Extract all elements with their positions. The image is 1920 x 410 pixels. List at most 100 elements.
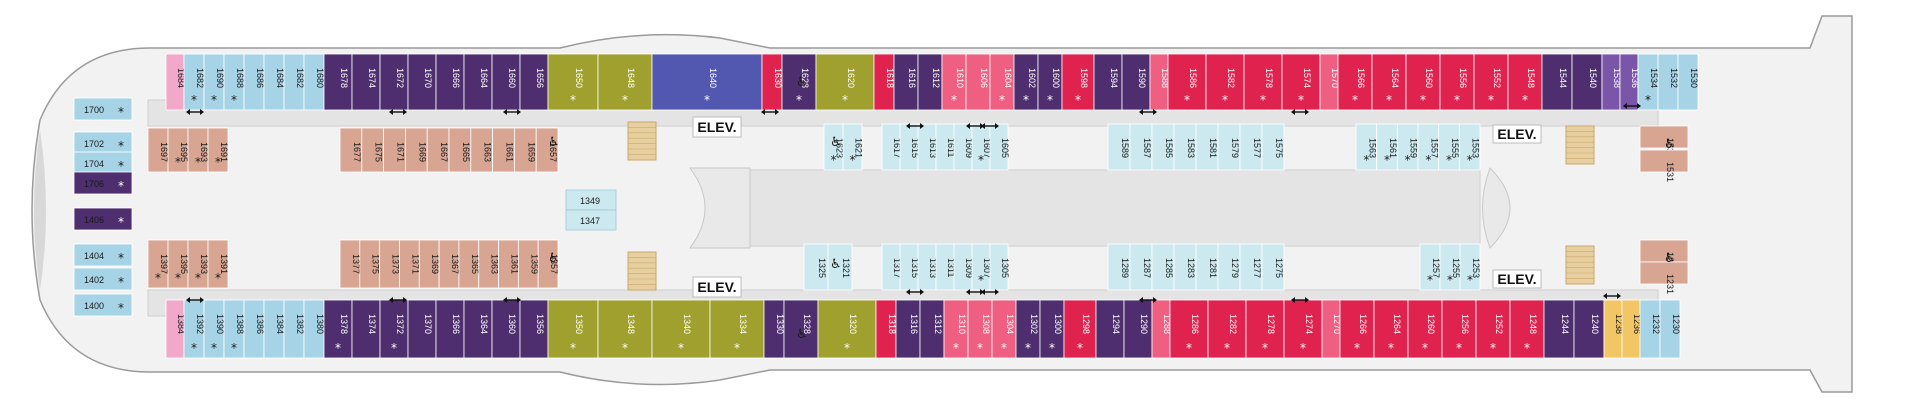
cabin-1406[interactable]: 1406* [73, 207, 133, 231]
cabin-1583[interactable]: 1583 [1173, 123, 1197, 171]
cabin-1370[interactable]: 1370 [407, 299, 437, 359]
cabin-1610[interactable]: 1610* [941, 53, 967, 111]
cabin-1693[interactable]: 1693* [187, 127, 209, 173]
cabin-1377[interactable]: 1377 [339, 239, 361, 289]
cabin-1231[interactable]: 1231 [1639, 261, 1689, 294]
cabin-1248[interactable]: 1248* [1509, 299, 1545, 359]
cabin-1340[interactable]: 1340* [651, 299, 711, 359]
cabin-1349[interactable]: 1349 [565, 189, 617, 211]
cabin-1600[interactable]: 1600* [1037, 53, 1063, 111]
cabin-1621[interactable]: 1621* [842, 123, 864, 171]
cabin-1260[interactable]: 1260* [1407, 299, 1443, 359]
cabin-1386[interactable]: 1386 [243, 299, 265, 359]
cabin-1650[interactable]: 1650* [547, 53, 599, 111]
cabin-1667[interactable]: 1667 [426, 127, 450, 173]
cabin-1283[interactable]: 1283 [1173, 243, 1197, 291]
cabin-1536[interactable]: 1536 [1619, 53, 1640, 111]
cabin-1356[interactable]: 1356 [519, 299, 549, 359]
cabin-1575[interactable]: 1575 [1261, 123, 1285, 171]
cabin-1255[interactable]: 1255* [1439, 243, 1461, 291]
cabin-1372[interactable]: 1372* [379, 299, 409, 359]
cabin-1566[interactable]: 1566* [1337, 53, 1373, 111]
cabin-1290[interactable]: 1290 [1123, 299, 1153, 359]
cabin-1348[interactable]: 1348* [597, 299, 653, 359]
cabin-1648[interactable]: 1648* [597, 53, 653, 111]
cabin-1371[interactable]: 1371 [399, 239, 420, 289]
cabin-1665[interactable]: 1665 [448, 127, 472, 173]
cabin-1236[interactable]: 1236 [1621, 299, 1642, 359]
cabin-1677[interactable]: 1677 [339, 127, 363, 173]
cabin-1328[interactable]: 1328 [783, 299, 819, 359]
cabin-1702[interactable]: 1702* [73, 131, 133, 155]
cabin-1288[interactable]: 1288 [1151, 299, 1172, 359]
cabin-1559[interactable]: 1559* [1396, 123, 1419, 171]
cabin-1630[interactable]: 1630 [761, 53, 783, 111]
cabin-1316[interactable]: 1316 [895, 299, 921, 359]
cabin-1557[interactable]: 1557* [1417, 123, 1439, 171]
cabin-1359[interactable]: 1359 [517, 239, 539, 289]
cabin-1623[interactable]: 1623* [823, 123, 845, 171]
cabin-1628[interactable]: 1628* [781, 53, 817, 111]
cabin-1310[interactable]: 1310* [943, 299, 969, 359]
cabin-1581[interactable]: 1581 [1195, 123, 1219, 171]
cabin-1660[interactable]: 1660 [491, 53, 521, 111]
cabin-1553[interactable]: 1553* [1458, 123, 1481, 171]
cabin-1238[interactable]: 1238 [1603, 299, 1624, 359]
cabin-1588[interactable]: 1588 [1149, 53, 1170, 111]
cabin-1675[interactable]: 1675 [361, 127, 384, 173]
cabin-1391[interactable]: 1391* [207, 239, 229, 289]
cabin-1318[interactable]: 1318 [875, 299, 897, 359]
cabin-1256[interactable]: 1256* [1441, 299, 1477, 359]
cabin-1294[interactable]: 1294 [1095, 299, 1125, 359]
cabin-1570[interactable]: 1570 [1319, 53, 1340, 111]
cabin-1390[interactable]: 1390* [203, 299, 225, 359]
cabin-1598[interactable]: 1598* [1061, 53, 1095, 111]
cabin-1563[interactable]: 1563* [1355, 123, 1377, 171]
cabin-1334[interactable]: 1334* [709, 299, 765, 359]
cabin-1320[interactable]: 1320* [817, 299, 877, 359]
cabin-1325[interactable]: 1325 [803, 243, 829, 291]
cabin-1611[interactable]: 1611 [935, 123, 956, 171]
cabin-1321[interactable]: 1321 [827, 243, 853, 291]
cabin-1230[interactable]: 1230 [1659, 299, 1681, 359]
cabin-1607[interactable]: 1607* [971, 123, 992, 171]
cabin-1561[interactable]: 1561* [1376, 123, 1398, 171]
cabin-1586[interactable]: 1586* [1167, 53, 1207, 111]
cabin-1670[interactable]: 1670 [407, 53, 437, 111]
cabin-1602[interactable]: 1602* [1013, 53, 1039, 111]
cabin-1589[interactable]: 1589 [1107, 123, 1131, 171]
cabin-1540[interactable]: 1540 [1571, 53, 1603, 111]
cabin-1304[interactable]: 1304* [991, 299, 1017, 359]
cabin-1620[interactable]: 1620* [815, 53, 875, 111]
cabin-1697[interactable]: 1697 [147, 127, 169, 173]
cabin-1274[interactable]: 1274* [1283, 299, 1323, 359]
cabin-1392[interactable]: 1392* [183, 299, 205, 359]
cabin-1618[interactable]: 1618 [873, 53, 895, 111]
cabin-1555[interactable]: 1555* [1438, 123, 1460, 171]
cabin-1285[interactable]: 1285 [1151, 243, 1175, 291]
cabin-1395[interactable]: 1395* [167, 239, 189, 289]
cabin-1659[interactable]: 1659 [514, 127, 537, 173]
cabin-1313[interactable]: 1313 [917, 243, 938, 291]
cabin-1538[interactable]: 1538 [1601, 53, 1622, 111]
cabin-1548[interactable]: 1548* [1507, 53, 1543, 111]
cabin-1278[interactable]: 1278* [1245, 299, 1285, 359]
cabin-1534[interactable]: 1534* [1637, 53, 1659, 111]
cabin-1369[interactable]: 1369 [418, 239, 440, 289]
cabin-1330[interactable]: 1330 [763, 299, 785, 359]
cabin-1232[interactable]: 1232 [1639, 299, 1661, 359]
cabin-1671[interactable]: 1671 [383, 127, 406, 173]
cabin-1532[interactable]: 1532 [1657, 53, 1679, 111]
cabin-1582[interactable]: 1582* [1205, 53, 1245, 111]
cabin-1315[interactable]: 1315 [899, 243, 920, 291]
cabin-1384[interactable]: 1384 [165, 299, 186, 359]
cabin-1266[interactable]: 1266* [1339, 299, 1375, 359]
cabin-1366[interactable]: 1366 [435, 299, 465, 359]
cabin-1367[interactable]: 1367 [438, 239, 460, 289]
cabin-1357[interactable]: 1357 [537, 239, 559, 289]
cabin-1531[interactable]: 1531 [1639, 149, 1689, 182]
cabin-1257[interactable]: 1257* [1419, 243, 1441, 291]
cabin-1373[interactable]: 1373 [379, 239, 401, 289]
cabin-1382[interactable]: 1382 [283, 299, 305, 359]
cabin-1661[interactable]: 1661 [492, 127, 515, 173]
